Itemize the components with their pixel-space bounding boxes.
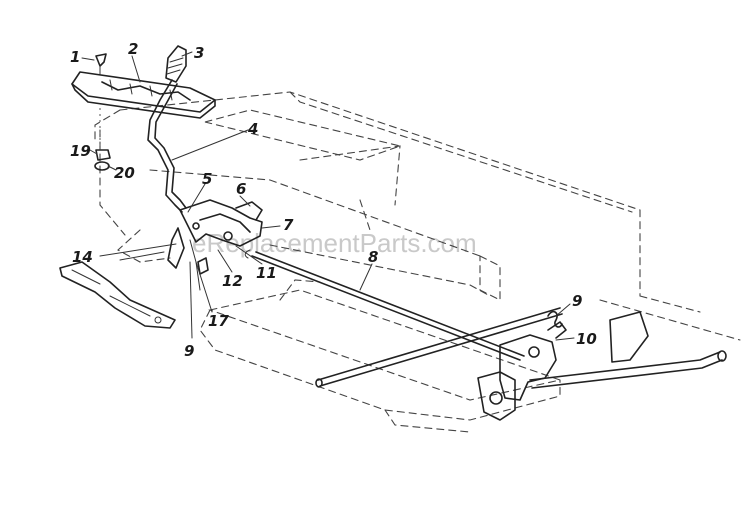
callout-4: 4 [247,120,258,138]
callout-19: 19 [70,142,91,160]
callout-11: 11 [256,264,277,282]
callout-5: 5 [202,170,212,188]
callout-14: 14 [72,248,93,266]
callout-20: 20 [114,164,135,182]
callout-7: 7 [283,216,294,234]
callout-1: 1 [70,48,80,66]
spring-clip [547,310,563,328]
callout-3: 3 [194,44,204,62]
callout-9-right: 9 [572,292,582,310]
callout-8: 8 [368,248,378,266]
pivot-bracket [167,199,263,291]
callout-9-left: 9 [184,342,194,360]
frame-outline [94,91,741,341]
callout-10: 10 [576,330,597,348]
watermark-text: eReplacementParts.com [192,228,477,258]
callout-6: 6 [236,180,246,198]
rear-bracket [477,311,727,421]
shift-lever [147,79,187,213]
deck-pan-outline [199,279,563,433]
callout-2: 2 [128,40,138,58]
foot-bracket [59,261,176,329]
callout-12: 12 [222,272,243,290]
shift-rod [244,249,525,361]
shift-knob [165,45,187,83]
callout-17: 17 [208,312,229,330]
leader-lines [81,51,575,341]
cross-rod [315,307,563,388]
screw-part [95,53,107,75]
callout-labels: 1 2 3 4 5 6 7 8 9 10 11 12 14 17 9 19 20 [70,40,597,360]
shift-plate [71,71,216,119]
